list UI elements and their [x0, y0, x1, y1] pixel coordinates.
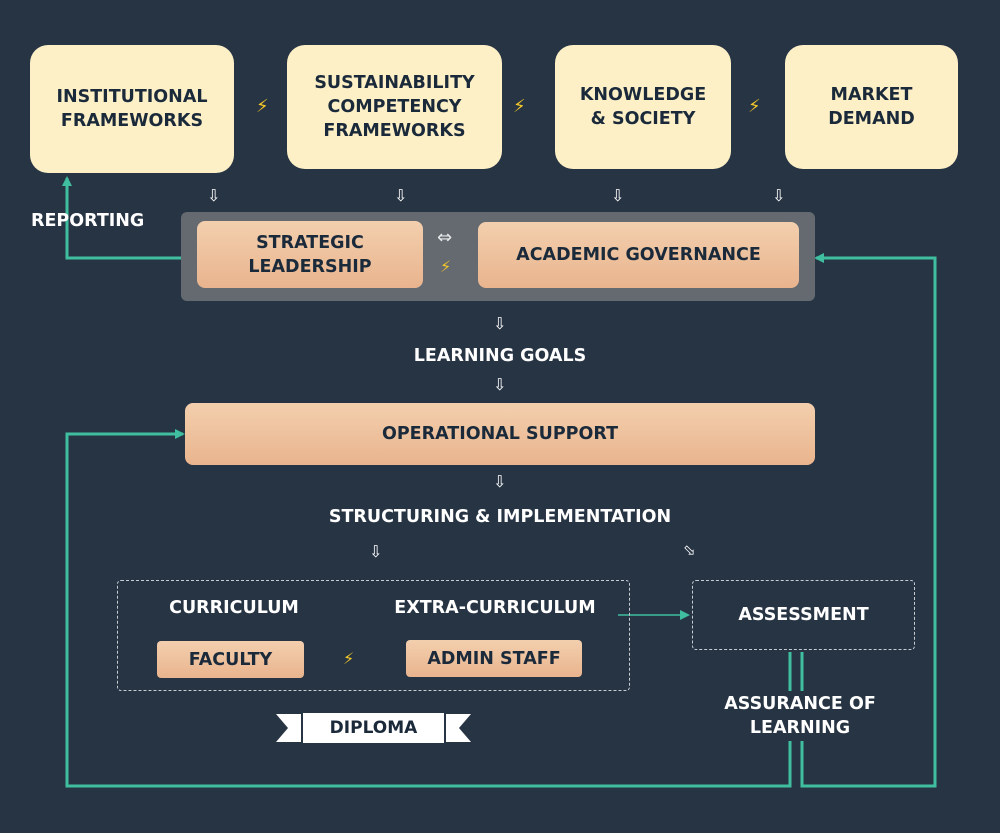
- reporting-label: REPORTING: [31, 211, 145, 231]
- learning-goals-label: LEARNING GOALS: [413, 346, 587, 366]
- strategic-leadership-label: STRATEGIC LEADERSHIP: [248, 232, 372, 277]
- bolt-icon: ⚡: [343, 649, 355, 668]
- assurance-to-governance-connector: [800, 253, 937, 788]
- down-arrow-icon: ⇩: [207, 186, 221, 205]
- exchange-arrow-icon: ⇔: [437, 227, 453, 248]
- down-arrow-icon: ⇩: [611, 186, 625, 205]
- curriculum-label: CURRICULUM: [169, 598, 299, 618]
- institutional-frameworks-box: INSTITUTIONAL FRAMEWORKS: [30, 45, 234, 173]
- reporting-connector: [62, 176, 181, 260]
- market-demand-label: MARKET DEMAND: [828, 85, 915, 129]
- down-arrow-icon: ⇩: [493, 314, 507, 333]
- down-arrow-icon: ⇩: [493, 472, 507, 491]
- assurance-to-operational-connector: [65, 429, 792, 788]
- down-arrow-icon: ⇩: [493, 375, 507, 394]
- assessment-label: ASSESSMENT: [738, 605, 869, 625]
- bolt-icon: ⚡: [513, 96, 526, 117]
- academic-governance-label: ACADEMIC GOVERNANCE: [516, 245, 761, 265]
- academic-governance-box: ACADEMIC GOVERNANCE: [478, 222, 799, 288]
- assurance-of-learning-label: ASSURANCE OF LEARNING: [724, 694, 876, 738]
- institutional-frameworks-label: INSTITUTIONAL FRAMEWORKS: [56, 87, 208, 131]
- assurance-label-backdrop: [700, 691, 900, 741]
- knowledge-society-box: KNOWLEDGE & SOCIETY: [555, 45, 731, 169]
- down-arrow-icon: ⇩: [369, 542, 383, 561]
- down-arrow-icon: ⇩: [394, 186, 408, 205]
- market-demand-box: MARKET DEMAND: [785, 45, 958, 169]
- diploma-ribbon-icon: [276, 711, 471, 745]
- strategic-leadership-box: STRATEGIC LEADERSHIP: [197, 221, 423, 288]
- diploma-label: DIPLOMA: [329, 718, 418, 738]
- extra-curriculum-label: EXTRA-CURRICULUM: [394, 598, 596, 618]
- bolt-icon: ⚡: [748, 96, 761, 117]
- curriculum-area: [117, 580, 630, 691]
- sustainability-competency-frameworks-box: SUSTAINABILITY COMPETENCY FRAMEWORKS: [287, 45, 502, 169]
- diagonal-arrow-icon: ⬂: [683, 541, 696, 559]
- assessment-area: [692, 580, 915, 650]
- bolt-icon: ⚡: [440, 257, 452, 276]
- operational-support-box: OPERATIONAL SUPPORT: [185, 403, 815, 465]
- admin-staff-label: ADMIN STAFF: [427, 648, 561, 669]
- down-arrow-icon: ⇩: [772, 186, 786, 205]
- structuring-implementation-label: STRUCTURING & IMPLEMENTATION: [328, 507, 672, 527]
- faculty-box: FACULTY: [157, 641, 304, 678]
- sustainability-competency-frameworks-label: SUSTAINABILITY COMPETENCY FRAMEWORKS: [314, 73, 475, 141]
- faculty-label: FACULTY: [188, 649, 273, 670]
- bolt-icon: ⚡: [256, 96, 269, 117]
- knowledge-society-label: KNOWLEDGE & SOCIETY: [579, 85, 707, 129]
- admin-staff-box: ADMIN STAFF: [406, 640, 582, 677]
- operational-support-label: OPERATIONAL SUPPORT: [381, 424, 619, 444]
